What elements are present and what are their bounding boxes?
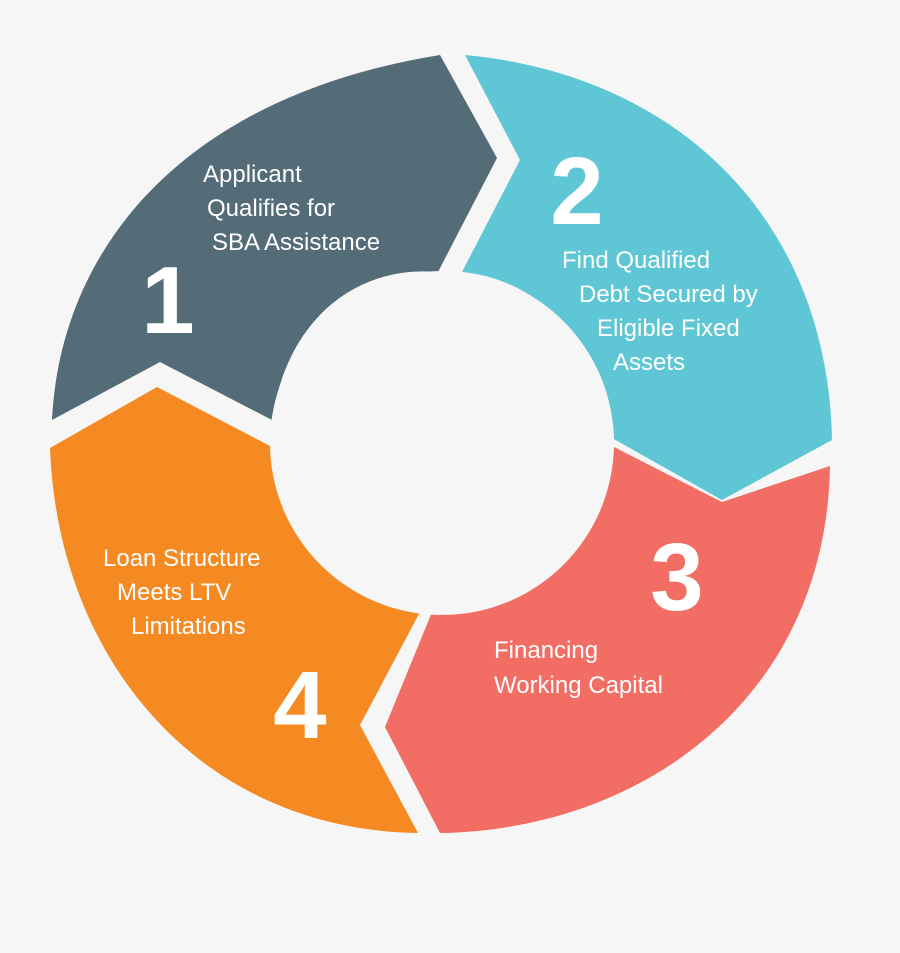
segment-step-1 xyxy=(52,55,497,420)
step-1-label-line-1: Applicant xyxy=(203,161,302,188)
step-4-number: 4 xyxy=(273,652,326,759)
step-2-label-line-3: Eligible Fixed xyxy=(597,315,740,342)
step-2-label-line-4: Assets xyxy=(613,349,685,376)
segment-step-2 xyxy=(462,55,832,500)
step-4-label-line-2: Meets LTV xyxy=(117,579,231,606)
segment-step-3 xyxy=(385,446,830,833)
step-1-label-line-2: Qualifies for xyxy=(207,195,335,222)
step-2-number: 2 xyxy=(550,138,603,245)
step-1-label-line-3: SBA Assistance xyxy=(212,229,380,256)
step-4-label-line-3: Limitations xyxy=(131,613,246,640)
step-2-label-line-1: Find Qualified xyxy=(562,247,710,274)
step-3-label-line-2: Working Capital xyxy=(494,672,663,699)
segment-step-4 xyxy=(50,387,420,833)
step-3-label-line-1: Financing xyxy=(494,637,598,664)
step-3-number: 3 xyxy=(650,524,703,631)
step-4-label-line-1: Loan Structure xyxy=(103,545,260,572)
center-hole xyxy=(270,271,614,615)
step-1-number: 1 xyxy=(141,247,194,354)
step-2-label-line-2: Debt Secured by xyxy=(579,281,758,308)
